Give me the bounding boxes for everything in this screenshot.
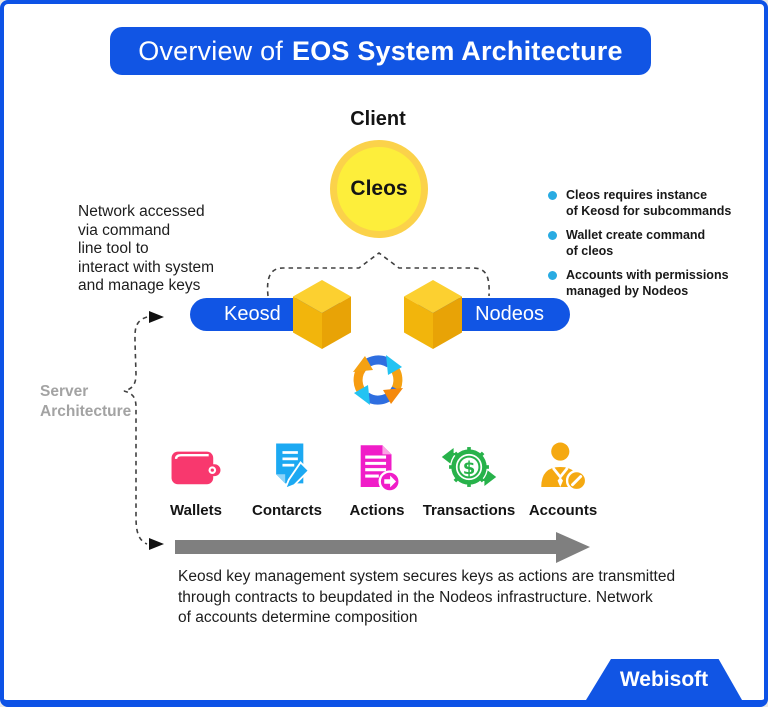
- cleos-node-label: Cleos: [350, 177, 408, 200]
- bullet-dot-icon: [548, 191, 557, 200]
- client-heading: Client: [350, 108, 406, 130]
- wallet-icon: [171, 451, 221, 485]
- brace-top-arrowhead: [149, 311, 164, 323]
- cleos-node: Cleos: [330, 140, 428, 238]
- sync-cycle-icon: [353, 355, 403, 405]
- transaction-icon: $: [441, 447, 497, 487]
- bullet-dot-icon: [548, 271, 557, 280]
- contract-icon: [276, 443, 311, 491]
- brand-badge: Webisoft: [586, 659, 742, 700]
- server-architecture-label: Server Architecture: [40, 383, 132, 420]
- server-architecture-dashed-brace: [123, 316, 148, 545]
- note-text: Wallet create command of cleos: [566, 228, 706, 258]
- component-actions: Actions: [329, 438, 425, 519]
- nodeos-label: Nodeos: [475, 303, 544, 325]
- keosd-label: Keosd: [224, 303, 281, 325]
- note-item: Cleos requires instance of Keosd for sub…: [548, 188, 760, 219]
- brand-name: Webisoft: [619, 667, 709, 691]
- component-label: Contarcts: [251, 502, 322, 519]
- account-icon: [541, 442, 588, 492]
- flow-caption: Keosd key management system secures keys…: [178, 568, 676, 626]
- note-item: Wallet create command of cleos: [548, 228, 760, 259]
- note-text: Accounts with permissions managed by Nod…: [566, 268, 729, 298]
- component-accounts: Accounts: [515, 438, 611, 519]
- svg-text:$: $: [463, 458, 476, 479]
- component-label: Accounts: [528, 502, 598, 519]
- component-label: Transactions: [422, 502, 516, 519]
- note-item: Accounts with permissions managed by Nod…: [548, 268, 760, 299]
- notes-list: Cleos requires instance of Keosd for sub…: [548, 188, 760, 308]
- component-transactions: $ Transactions: [421, 438, 517, 519]
- bullet-dot-icon: [548, 231, 557, 240]
- nodeos-cube-icon: [404, 280, 462, 349]
- title-regular: Overview of: [138, 35, 283, 66]
- component-contracts: Contarcts: [239, 438, 335, 519]
- title-bold: EOS System Architecture: [292, 35, 623, 66]
- component-label: Wallets: [170, 502, 222, 519]
- title-banner: Overview of EOS System Architecture: [110, 27, 651, 75]
- flow-arrow: [175, 532, 590, 563]
- component-wallets: Wallets: [148, 438, 244, 519]
- client-description-note: Network accessed via command line tool t…: [78, 203, 215, 294]
- component-label: Actions: [349, 502, 405, 519]
- note-text: Cleos requires instance of Keosd for sub…: [566, 188, 732, 218]
- action-document-icon: [360, 445, 401, 493]
- keosd-cube-icon: [293, 280, 351, 349]
- brace-bottom-arrowhead: [149, 538, 164, 550]
